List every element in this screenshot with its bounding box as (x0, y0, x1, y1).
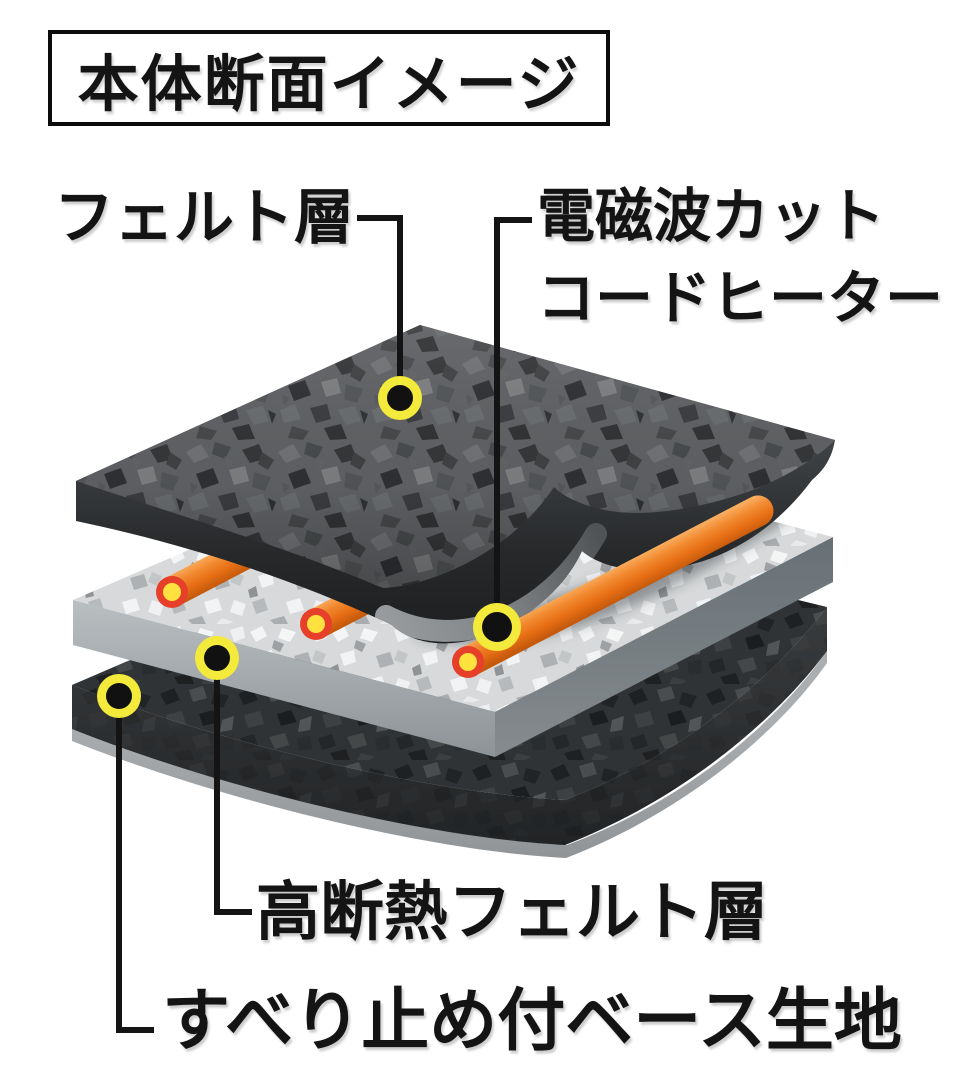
insulation-right-face (495, 537, 833, 757)
cord-cross-section (156, 576, 188, 608)
callout-line-heater (494, 217, 532, 612)
diagram-title-box: 本体断面イメージ (48, 30, 610, 126)
label-insulation-felt: 高断熱フェルト層 (256, 876, 768, 948)
callout-dot-insulation (195, 636, 239, 680)
callout-line-insulation (214, 672, 252, 915)
heater-cord-cross-sections (156, 576, 484, 678)
cord-cross-section (300, 608, 332, 640)
label-heater-line2: コードヒーター (537, 266, 944, 331)
callout-line-base (116, 710, 154, 1033)
callout-dot-heater (473, 603, 521, 651)
label-heater-line1: 電磁波カット (537, 184, 886, 249)
label-base-fabric: すべり止め付ベース生地 (162, 983, 902, 1059)
callout-dot-felt (378, 376, 422, 420)
label-felt-layer: フェルト層 (54, 184, 354, 251)
callout-line-felt (357, 215, 403, 384)
label-heater-cord: 電磁波カット コードヒーター (537, 176, 943, 340)
callout-dot-base (97, 674, 141, 718)
callout-connectors (116, 215, 532, 1033)
callout-dots (97, 376, 521, 718)
cord-cross-section (452, 646, 484, 678)
diagram-title: 本体断面イメージ (77, 49, 581, 118)
insulation-front-face (73, 600, 495, 757)
